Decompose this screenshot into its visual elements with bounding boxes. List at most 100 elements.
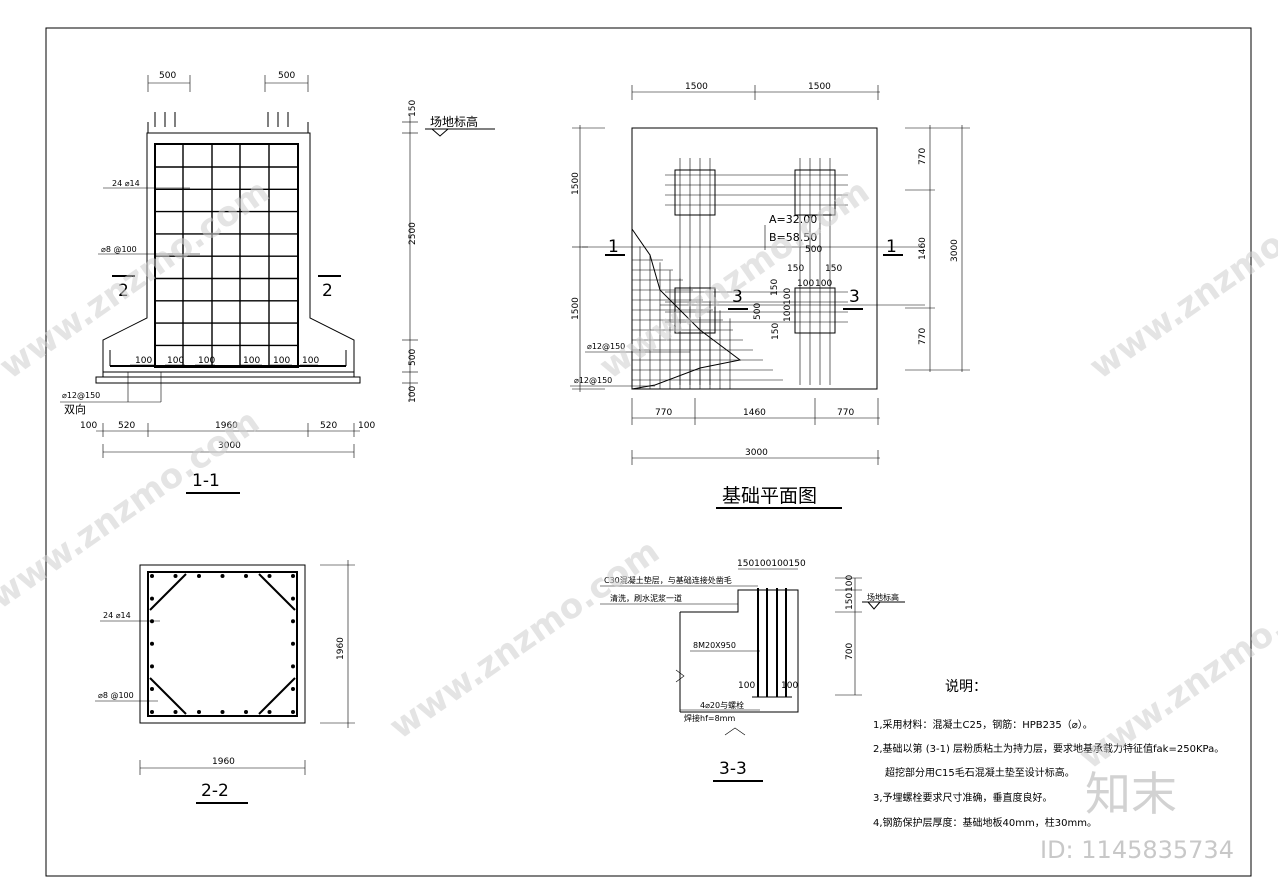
inner-dim-2: 150 bbox=[787, 264, 804, 274]
rebar-dot bbox=[291, 574, 295, 578]
plan-top-dim-1: 1500 bbox=[685, 82, 708, 92]
cut-1-left: 1 bbox=[608, 237, 619, 257]
s33-dim-left: 100 bbox=[738, 681, 755, 691]
watermark-logo: 知末 bbox=[1085, 767, 1177, 821]
bottom-dim-4: 520 bbox=[320, 421, 337, 431]
bottom-dim-5: 100 bbox=[358, 421, 375, 431]
section-title-1-1: 1-1 bbox=[192, 471, 220, 491]
rebar-dot bbox=[291, 619, 295, 624]
s22-right-dim: 1960 bbox=[336, 637, 346, 660]
s33-note-1: C30混凝土垫层，与基础连接处凿毛 bbox=[604, 575, 732, 585]
section-2-2: 24 ⌀14 ⌀8 @100 1960 1960 2-2 bbox=[95, 560, 355, 804]
s33-note-2: 清洗，刷水泥浆一道 bbox=[610, 593, 682, 603]
s33-dim-right: 100 bbox=[781, 681, 798, 691]
s33-bolt: 8M20X950 bbox=[693, 641, 736, 650]
rebar-dot bbox=[173, 574, 178, 578]
cut-2-left: 2 bbox=[118, 281, 129, 301]
cushion-layer bbox=[95, 376, 361, 384]
rebar-dot bbox=[267, 710, 272, 714]
rebar-dot bbox=[150, 641, 154, 646]
notes-title: 说明： bbox=[945, 679, 987, 695]
section-title-2-2: 2-2 bbox=[201, 781, 229, 801]
right-dim-3: 500 bbox=[408, 349, 418, 366]
s33-top-dims: 150100100150 bbox=[737, 559, 806, 569]
right-dim-1: 150 bbox=[408, 100, 418, 117]
plan-right-dim-3: 770 bbox=[918, 328, 928, 345]
plan-left-dim-2: 1500 bbox=[571, 297, 581, 320]
plan-bottom-dim-2: 1460 bbox=[743, 408, 766, 418]
pad-dim-4: 100 bbox=[243, 356, 260, 366]
footing-outline bbox=[102, 122, 355, 373]
total-dim: 3000 bbox=[218, 441, 241, 451]
pad-dim-2: 100 bbox=[167, 356, 184, 366]
rebar-dot bbox=[291, 641, 295, 646]
cut-3-left: 3 bbox=[732, 287, 743, 307]
note-5: 4,钢筋保护层厚度：基础地板40mm，柱30mm。 bbox=[873, 816, 1097, 829]
site-level-label: 场地标高 bbox=[430, 114, 478, 129]
plan-right-dim-1: 770 bbox=[918, 148, 928, 165]
pad-dim-1: 100 bbox=[135, 356, 152, 366]
rebar-dot bbox=[291, 710, 295, 714]
s33-weld-2: 焊接hf=8mm bbox=[684, 713, 735, 723]
plan-right-dim-2: 1460 bbox=[918, 237, 928, 260]
cut-3-right: 3 bbox=[849, 287, 860, 307]
bottom-dim-3: 1960 bbox=[215, 421, 238, 431]
note-2: 2,基础以第 (3-1) 层粉质粘土为持力层，要求地基承载力特征值fak=250… bbox=[873, 742, 1224, 755]
rebar-dot bbox=[291, 664, 295, 669]
label-b: B=58.50 bbox=[769, 231, 817, 244]
rebar-dot bbox=[267, 574, 272, 578]
note-1: 1,采用材料：混凝土C25，钢筋：HPB235（⌀）。 bbox=[873, 718, 1093, 731]
inner-dim-6: 150 bbox=[770, 279, 780, 296]
s33-right-dim-3: 700 bbox=[845, 643, 855, 660]
inner-dim-7: 500 bbox=[753, 303, 763, 320]
s33-right-dim-2: 150 bbox=[845, 593, 855, 610]
dim-top-2: 500 bbox=[278, 71, 295, 81]
inner-dim-10: 100 bbox=[783, 305, 793, 322]
right-dim-2: 2500 bbox=[408, 222, 418, 245]
rebar-dot bbox=[197, 574, 201, 578]
s22-rebar-tie: ⌀8 @100 bbox=[98, 691, 134, 700]
pad-dim-6: 100 bbox=[302, 356, 319, 366]
watermark-2: www.znzmo.com bbox=[382, 531, 667, 747]
watermark-id: ID: 1145835734 bbox=[1040, 836, 1234, 864]
cut-2-right: 2 bbox=[322, 281, 333, 301]
column-rebar-hoop bbox=[147, 571, 298, 717]
plan-bottom-dim-3: 770 bbox=[837, 408, 854, 418]
foundation-plan: 1 1 3 3 A=32.00 B=58.50 500 150 150 100 … bbox=[570, 82, 970, 509]
rebar-dot bbox=[291, 687, 295, 691]
plan-rebar-1: ⌀12@150 bbox=[587, 342, 625, 351]
rebar-dot bbox=[197, 710, 201, 714]
rebar-main-label: 24 ⌀14 bbox=[112, 179, 140, 188]
note-3: 超挖部分用C15毛石混凝土垫至设计标高。 bbox=[885, 766, 1075, 779]
inner-dim-5: 100 bbox=[815, 279, 832, 289]
cut-1-right: 1 bbox=[886, 237, 897, 257]
watermark-3: www.znzmo.com bbox=[592, 171, 877, 387]
label-a: A=32.00 bbox=[769, 213, 817, 226]
rebar-dot bbox=[173, 710, 178, 714]
inner-dim-9: 100 bbox=[783, 288, 793, 305]
rebar-dot bbox=[244, 710, 248, 714]
column-section-outline bbox=[139, 564, 306, 724]
section-3-3: 150100100150 C30混凝土垫层，与基础连接处凿毛 清洗，刷水泥浆一道… bbox=[600, 559, 905, 782]
sheet-border bbox=[45, 27, 1252, 877]
inner-dim-8: 150 bbox=[771, 323, 781, 340]
rebar-tie-label: ⌀8 @100 bbox=[101, 245, 137, 254]
s33-weld-1: 4⌀20与螺栓 bbox=[700, 700, 744, 710]
pad-dim-5: 100 bbox=[273, 356, 290, 366]
note-4: 3,予埋螺栓要求尺寸准确，垂直度良好。 bbox=[873, 791, 1053, 804]
rebar-dot bbox=[150, 664, 154, 669]
rebar-dot bbox=[150, 710, 154, 714]
plan-title: 基础平面图 bbox=[722, 485, 817, 507]
inner-dim-1: 500 bbox=[805, 245, 822, 255]
plan-bottom-total: 3000 bbox=[745, 448, 768, 458]
rebar-dot bbox=[150, 574, 154, 578]
rebar-dot bbox=[291, 596, 295, 601]
bottom-dim-2: 520 bbox=[118, 421, 135, 431]
s33-site-level: 场地标高 bbox=[867, 592, 899, 602]
right-dim-4: 100 bbox=[408, 386, 418, 403]
watermark-6: www.znzmo.com bbox=[0, 401, 267, 617]
rebar-dot bbox=[220, 710, 225, 714]
plan-left-dim-1: 1500 bbox=[571, 172, 581, 195]
